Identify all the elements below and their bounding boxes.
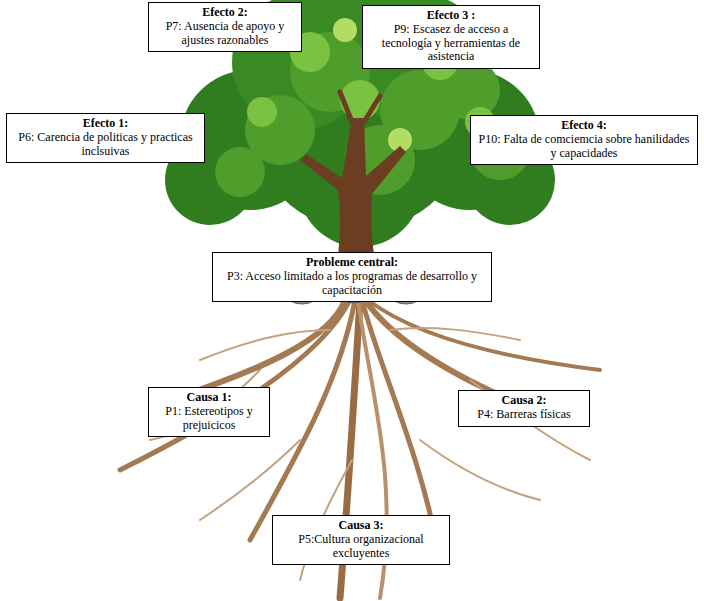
root bbox=[170, 300, 345, 400]
box-heading: Efecto 2: bbox=[155, 6, 295, 20]
box-heading: Causa 1: bbox=[155, 391, 263, 405]
root bbox=[200, 330, 330, 360]
root bbox=[368, 300, 600, 370]
leaf-cluster bbox=[340, 80, 380, 120]
box-heading: Causa 3: bbox=[279, 519, 443, 533]
leaf-cluster bbox=[333, 18, 357, 42]
root bbox=[120, 300, 350, 470]
box-body: P10: Falta de comciemcia sobre hanilidad… bbox=[477, 133, 691, 161]
central-problem-box: Probleme central:P3: Acceso limitado a l… bbox=[212, 252, 492, 302]
box-body: P6: Carencia de politicas y practicas in… bbox=[13, 131, 198, 159]
box-body: P1: Estereotipos y prejuicicos bbox=[155, 405, 263, 433]
branch bbox=[340, 92, 380, 122]
problem-tree-box: Causa 1:P1: Estereotipos y prejuicicos bbox=[148, 387, 270, 437]
box-heading: Efecto 1: bbox=[13, 117, 198, 131]
root bbox=[420, 440, 540, 500]
box-heading: Probleme central: bbox=[219, 256, 485, 270]
problem-tree-box: Efecto 1:P6: Carencia de politicas y pra… bbox=[6, 113, 205, 163]
box-heading: Efecto 3 : bbox=[369, 9, 533, 23]
problem-tree-box: Causa 3:P5:Cultura organizacional excluy… bbox=[272, 515, 450, 565]
root bbox=[390, 328, 520, 340]
problem-tree-box: Efecto 2:P7: Ausencia de apoyo y ajustes… bbox=[148, 2, 302, 52]
box-heading: Efecto 4: bbox=[477, 119, 691, 133]
problem-tree-box: Causa 2:P4: Barreras físicas bbox=[458, 390, 590, 427]
roots bbox=[120, 300, 600, 598]
box-body: P9: Escasez de acceso a tecnología y her… bbox=[369, 23, 533, 64]
box-body: P7: Ausencia de apoyo y ajustes razonabl… bbox=[155, 20, 295, 48]
problem-tree-box: Efecto 4:P10: Falta de comciemcia sobre … bbox=[470, 115, 698, 165]
box-heading: Causa 2: bbox=[465, 394, 583, 408]
box-body: P4: Barreras físicas bbox=[465, 408, 583, 422]
problem-tree-box: Efecto 3 :P9: Escasez de acceso a tecnol… bbox=[362, 5, 540, 69]
box-body: P5:Cultura organizacional excluyentes bbox=[279, 533, 443, 561]
leaf-cluster bbox=[215, 147, 265, 197]
root bbox=[200, 440, 300, 520]
leaf-cluster bbox=[247, 97, 277, 127]
box-body: P3: Acceso limitado a los programas de d… bbox=[219, 270, 485, 298]
